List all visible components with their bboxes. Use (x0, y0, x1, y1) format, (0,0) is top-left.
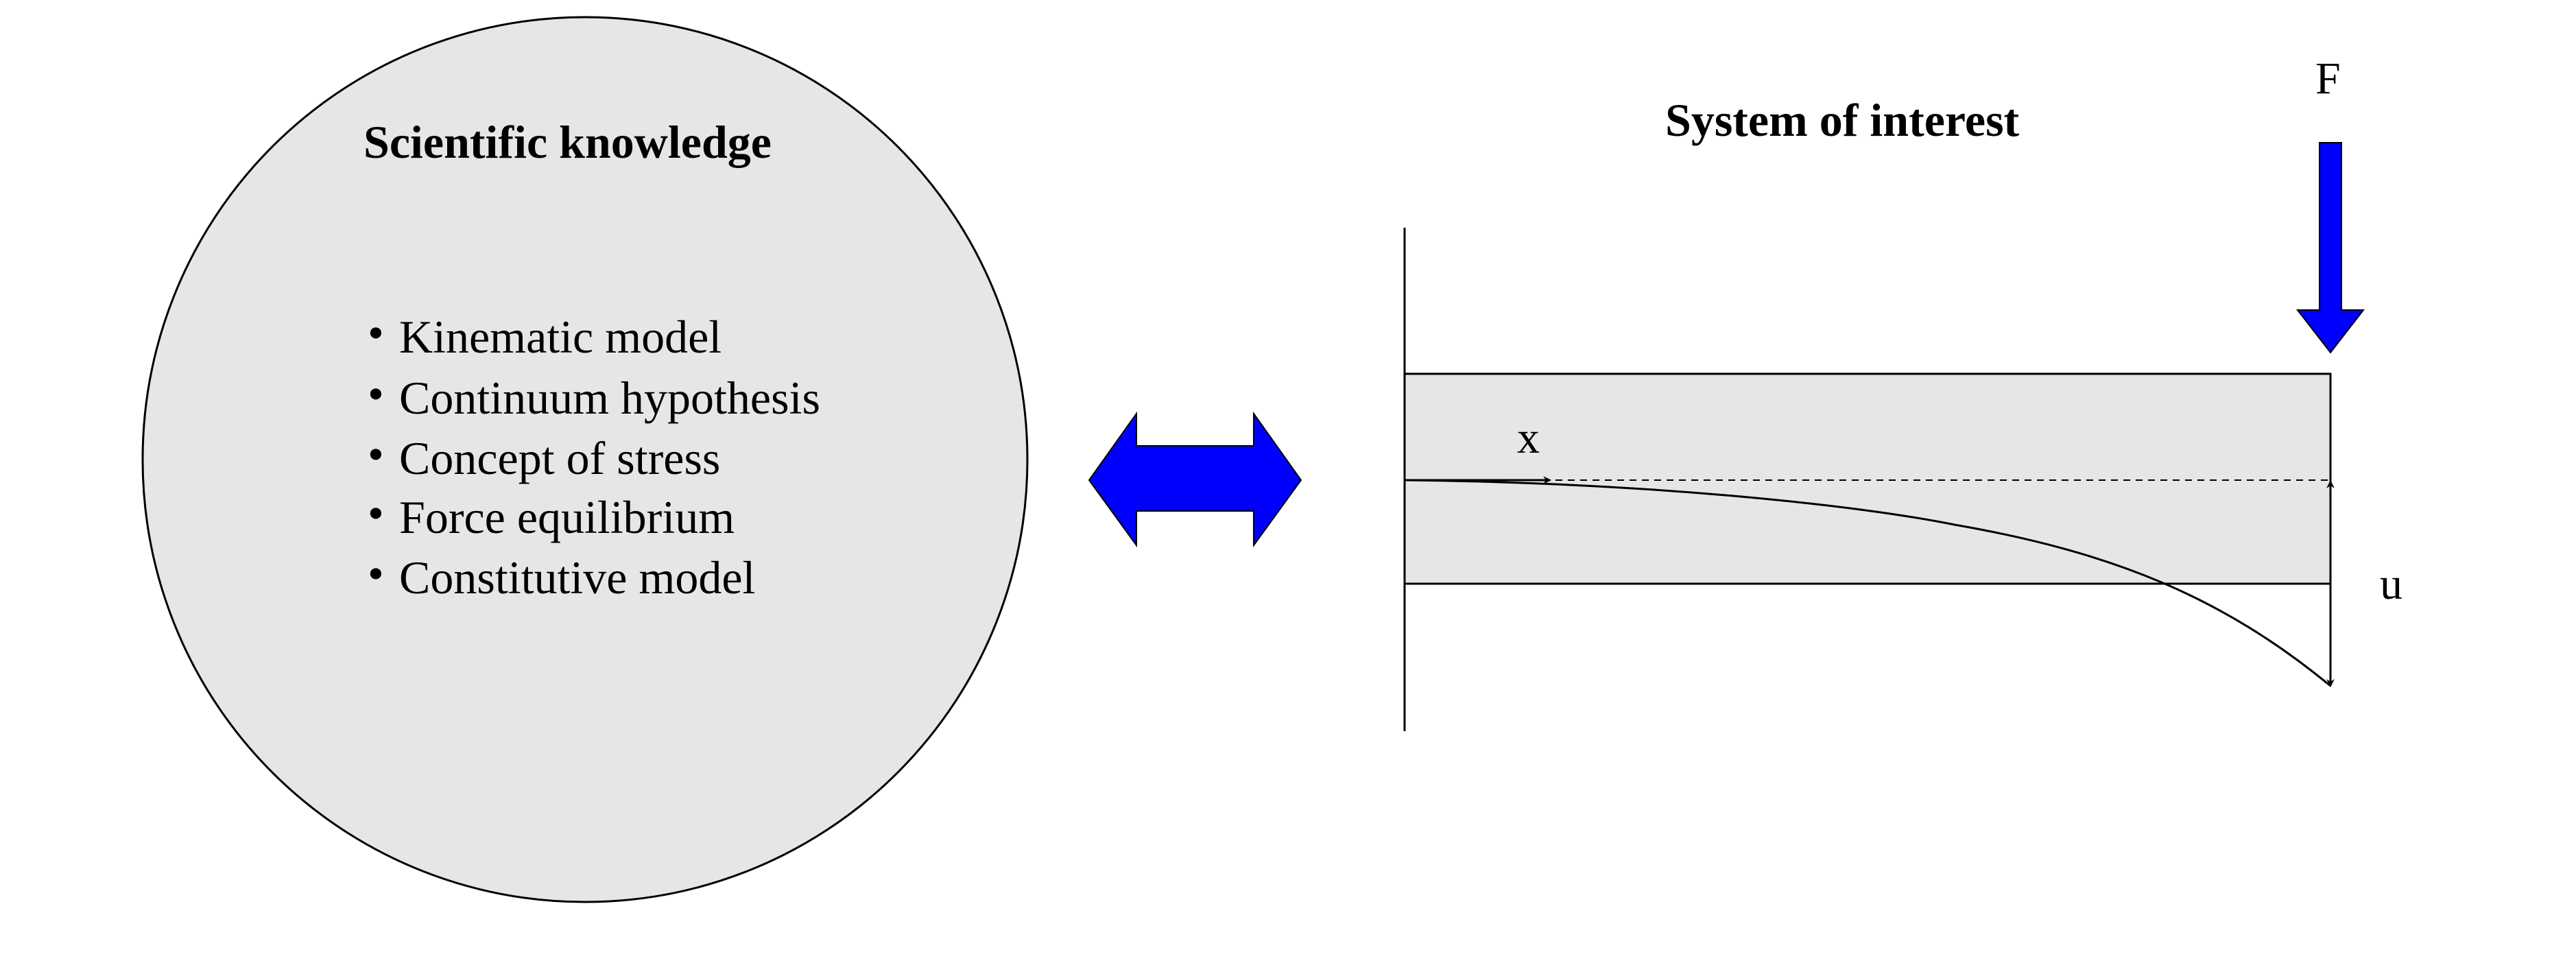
deflection-label: u (2380, 559, 2402, 609)
list-item: Continuum hypothesis (399, 372, 820, 424)
list-bullet: • (368, 547, 384, 599)
x-axis-label: x (1517, 413, 1540, 463)
list-bullet: • (368, 368, 384, 420)
list-item: Concept of stress (399, 432, 720, 484)
list-item: Constitutive model (399, 551, 755, 604)
beam (1403, 372, 2332, 585)
system-title: System of interest (1665, 94, 2020, 146)
force-label: F (2315, 54, 2341, 104)
system-panel: System of interest x u F (1403, 54, 2402, 731)
list-bullet: • (368, 307, 384, 359)
knowledge-circle (141, 16, 1029, 903)
deflection-curve (1404, 479, 2331, 687)
list-bullet: • (368, 487, 384, 539)
knowledge-title: Scientific knowledge (363, 116, 772, 168)
list-item: Kinematic model (399, 311, 721, 363)
list-bullet: • (368, 428, 384, 480)
force-arrow-icon (2295, 142, 2365, 354)
knowledge-panel: Scientific knowledge • Kinematic model •… (141, 16, 1029, 903)
list-item: Force equilibrium (399, 491, 735, 543)
knowledge-list: • Kinematic model • Continuum hypothesis… (368, 307, 820, 604)
double-arrow-icon (1088, 411, 1302, 548)
